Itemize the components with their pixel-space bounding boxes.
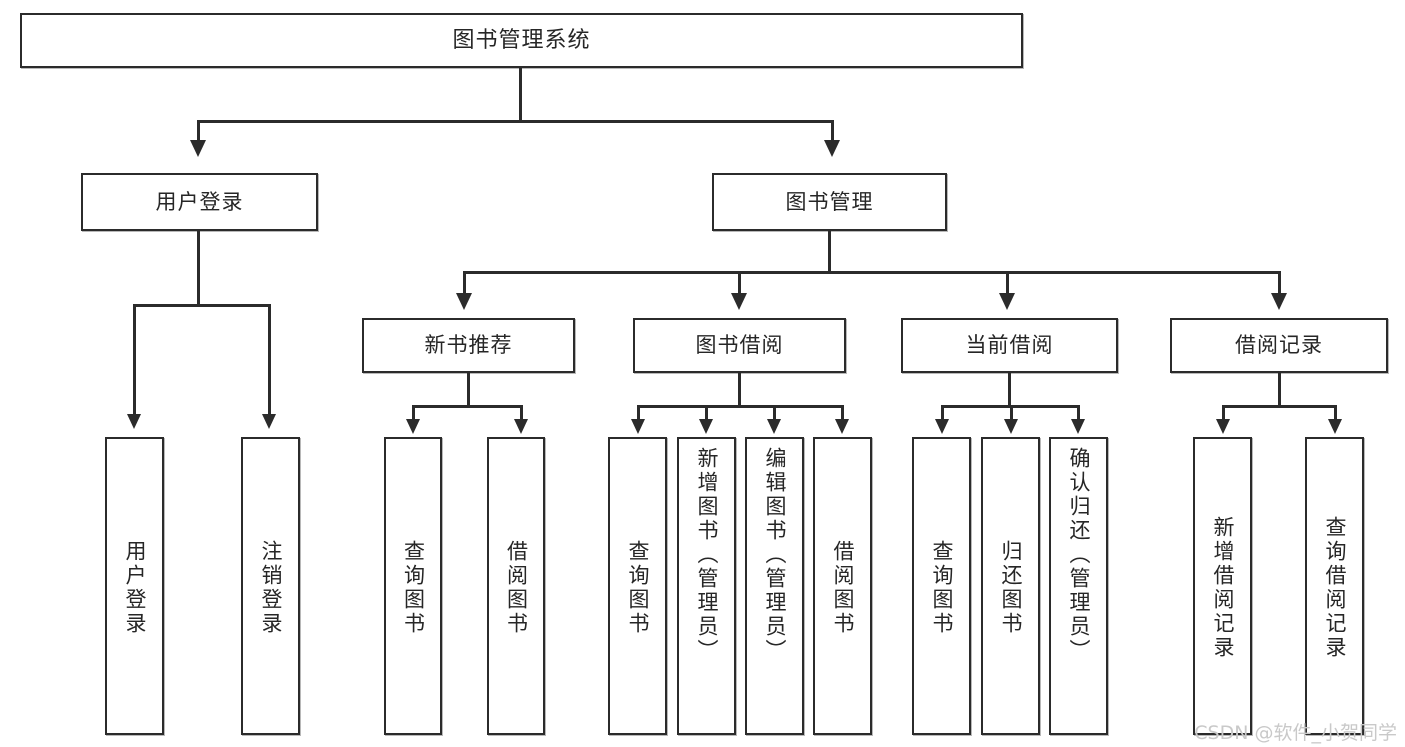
node-label: 编辑图书（管理员） [763,447,787,663]
node-label: 查询借阅记录 [1323,516,1347,660]
edge-new-book-stem [467,373,470,407]
arrowhead-bm-new-book [456,293,472,310]
node-label: 当前借阅 [965,333,1054,358]
edge-bm-to-current-borrow [1006,271,1009,295]
arrowhead-new-book-leaf-2 [514,419,528,434]
edge-cb-to-leaf-3 [1077,405,1080,421]
node-label: 图书管理系统 [452,27,591,53]
node-label: 归还图书 [999,540,1023,636]
node-label: 用户登录 [123,540,147,636]
edge-cb-to-leaf-1 [941,405,944,421]
edge-user-login-to-leaf-1 [133,304,136,416]
edge-book-borrow-stem [738,373,741,407]
node-label: 借阅记录 [1235,333,1323,358]
edge-cb-to-leaf-2 [1010,405,1013,421]
arrowhead-bb-leaf-1 [631,419,645,434]
node-label: 新书推荐 [424,333,513,358]
node-borrow-record[interactable]: 借阅记录 [1170,318,1388,373]
edge-new-book-to-leaf-2 [520,405,523,421]
node-label: 注销登录 [259,540,283,636]
node-label: 借阅图书 [831,540,855,636]
leaf-new-book-query-books[interactable]: 查询图书 [384,437,442,735]
edge-book-management-bus [463,271,1281,274]
node-label: 确认归还（管理员） [1067,447,1091,663]
node-label: 借阅图书 [504,540,529,636]
leaf-user-login-logout[interactable]: 注销登录 [241,437,300,735]
edge-book-borrow-bus [637,405,844,408]
edge-bb-to-leaf-1 [637,405,640,421]
leaf-current-borrow-query-books[interactable]: 查询图书 [912,437,971,735]
edge-book-management-stem [828,231,831,273]
leaf-user-login-login[interactable]: 用户登录 [105,437,164,735]
node-current-borrow[interactable]: 当前借阅 [901,318,1118,373]
arrowhead-new-book-leaf-1 [406,419,420,434]
edge-root-stem [519,68,522,121]
arrowhead-cb-leaf-1 [935,419,949,434]
node-root-book-management-system[interactable]: 图书管理系统 [20,13,1023,68]
leaf-new-book-borrow-books[interactable]: 借阅图书 [487,437,545,735]
leaf-borrow-record-add-record[interactable]: 新增借阅记录 [1193,437,1252,735]
node-label: 新增借阅记录 [1211,516,1235,660]
arrowhead-to-book-management [824,140,840,157]
edge-user-login-to-leaf-2 [268,304,271,416]
edge-bb-to-leaf-2 [705,405,708,421]
leaf-book-borrow-edit-book-admin[interactable]: 编辑图书（管理员） [745,437,804,735]
arrowhead-bb-leaf-3 [767,419,781,434]
node-label: 查询图书 [626,540,650,636]
leaf-borrow-record-query-record[interactable]: 查询借阅记录 [1305,437,1364,735]
node-label: 图书借阅 [695,333,784,358]
arrowhead-user-login-leaf-2 [262,414,276,429]
leaf-book-borrow-add-book-admin[interactable]: 新增图书（管理员） [677,437,736,735]
node-user-login[interactable]: 用户登录 [81,173,318,231]
node-book-management[interactable]: 图书管理 [712,173,947,231]
node-book-borrow[interactable]: 图书借阅 [633,318,846,373]
edge-new-book-to-leaf-1 [412,405,415,421]
arrowhead-bb-leaf-4 [835,419,849,434]
arrowhead-cb-leaf-2 [1004,419,1018,434]
edge-bm-to-new-book [463,271,466,295]
edge-new-book-bus [412,405,523,408]
arrowhead-to-user-login [190,140,206,157]
edge-bm-to-borrow-record [1278,271,1281,295]
leaf-current-borrow-confirm-return-admin[interactable]: 确认归还（管理员） [1049,437,1108,735]
csdn-watermark: CSDN @软件_小贺同学 [1194,722,1397,744]
node-label: 图书管理 [785,189,874,214]
node-label: 查询图书 [930,540,954,636]
arrowhead-bm-book-borrow [731,293,747,310]
edge-bb-to-leaf-4 [841,405,844,421]
leaf-book-borrow-borrow-books[interactable]: 借阅图书 [813,437,872,735]
edge-root-to-user-login [197,120,200,142]
arrowhead-user-login-leaf-1 [127,414,141,429]
arrowhead-bm-current-borrow [999,293,1015,310]
arrowhead-bm-borrow-record [1271,293,1287,310]
edge-root-to-book-management [831,120,834,142]
edge-bm-to-book-borrow [738,271,741,295]
edge-br-to-leaf-2 [1334,405,1337,421]
edge-br-to-leaf-1 [1222,405,1225,421]
edge-borrow-record-stem [1278,373,1281,407]
arrowhead-bb-leaf-2 [699,419,713,434]
edge-bb-to-leaf-3 [773,405,776,421]
edge-user-login-bus [133,304,269,307]
leaf-book-borrow-query-books[interactable]: 查询图书 [608,437,667,735]
edge-user-login-stem [197,231,200,306]
edge-borrow-record-bus [1222,405,1337,408]
node-new-book-recommend[interactable]: 新书推荐 [362,318,575,373]
node-label: 新增图书（管理员） [695,447,719,663]
arrowhead-cb-leaf-3 [1071,419,1085,434]
leaf-current-borrow-return-books[interactable]: 归还图书 [981,437,1040,735]
arrowhead-br-leaf-2 [1328,419,1342,434]
edge-root-bus [197,120,834,123]
edge-current-borrow-stem [1008,373,1011,407]
node-label: 用户登录 [155,189,244,214]
node-label: 查询图书 [401,540,426,636]
arrowhead-br-leaf-1 [1216,419,1230,434]
